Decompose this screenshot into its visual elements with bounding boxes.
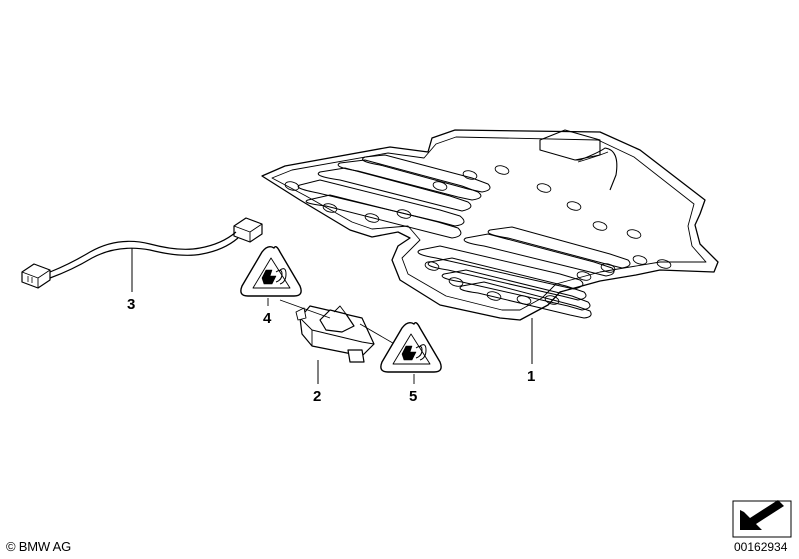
callout-3[interactable]: 3	[127, 296, 135, 313]
callout-5[interactable]: 5	[409, 388, 417, 405]
seat-heating-mat[interactable]	[261, 129, 719, 364]
callout-4[interactable]: 4	[263, 310, 272, 327]
diagram-number: 00162934	[734, 540, 788, 554]
electric-heating-warning-icon	[401, 344, 427, 361]
control-unit[interactable]	[279, 299, 399, 384]
copyright-text: © BMW AG	[6, 539, 72, 554]
warning-label-part-4[interactable]	[240, 245, 302, 306]
electric-heating-warning-icon	[261, 268, 287, 285]
navigation-arrow-icon[interactable]	[732, 500, 792, 538]
callout-1[interactable]: 1	[527, 368, 535, 385]
wiring-harness[interactable]	[21, 217, 263, 292]
callout-2[interactable]: 2	[313, 388, 321, 405]
warning-label-part-5[interactable]	[380, 321, 442, 384]
